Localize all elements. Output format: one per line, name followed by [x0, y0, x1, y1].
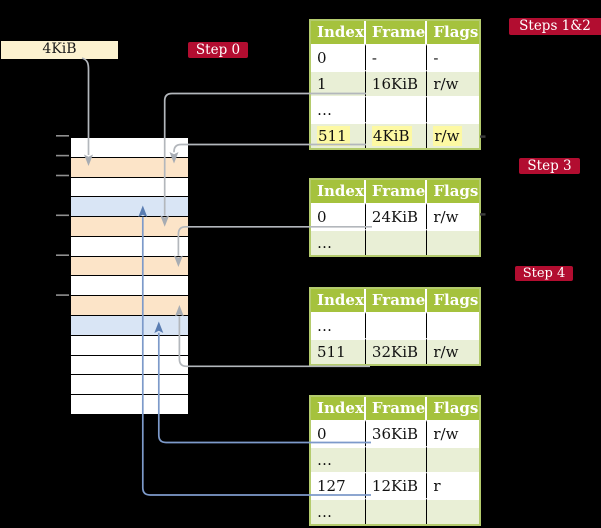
table-header-cell: Frame [365, 289, 428, 312]
table-header-cell: Frame [365, 21, 428, 44]
table-cell: … [311, 498, 366, 524]
table-cell [365, 312, 428, 338]
base-frame-box: 4KiB [1, 41, 118, 59]
table-header-cell: Flags [427, 21, 480, 44]
memory-row-white [71, 354, 188, 375]
memory-row-orange [71, 295, 188, 316]
table-cell: … [311, 229, 366, 255]
table-cell: 0 [311, 44, 366, 70]
table-cell [427, 312, 480, 338]
table-cell: … [311, 96, 366, 122]
highlighted-value: r/w [433, 126, 463, 146]
table-cell: 32KiB [365, 338, 428, 364]
table-cell: 511 [311, 338, 366, 364]
table-row: … [311, 446, 480, 472]
memory-row-orange [71, 216, 188, 236]
table-row: … [311, 498, 480, 524]
table-row: … [311, 229, 480, 255]
table-cell: r/w [427, 203, 480, 229]
table-cell [427, 229, 480, 255]
memory-row-white [71, 138, 188, 157]
table-cell: … [311, 446, 366, 472]
table-header-cell: Index [311, 397, 366, 420]
memory-row-white [71, 176, 188, 197]
highlighted-value: 4KiB [371, 126, 413, 146]
step3-badge: Step 3 [519, 158, 580, 174]
table-cell: 12KiB [365, 472, 428, 498]
memory-row-white [71, 394, 188, 414]
table-cell [365, 229, 428, 255]
table-cell: 16KiB [365, 70, 428, 96]
table-cell: 0 [311, 420, 366, 446]
table-cell [427, 446, 480, 472]
memory-row-blue [71, 315, 188, 335]
table-cell [427, 96, 480, 122]
table-cell [365, 446, 428, 472]
table-row: 511 4KiB r/w [311, 122, 480, 148]
step0-badge: Step 0 [188, 42, 248, 58]
table-header-cell: Index [311, 289, 366, 312]
table-cell: - [365, 44, 428, 70]
table-cell [365, 96, 428, 122]
steps-1-2-badge: Steps 1&2 [509, 18, 601, 35]
table-row: … [311, 312, 480, 338]
table-cell: … [311, 312, 366, 338]
table-row: … [311, 96, 480, 122]
memory-row-white [71, 275, 188, 296]
memory-column [70, 137, 189, 415]
table-cell: r/w [427, 70, 480, 96]
memory-row-white [71, 235, 188, 256]
table-cell: 1 [311, 70, 366, 96]
memory-row-orange [71, 255, 188, 276]
table-cell: - [427, 44, 480, 70]
highlighted-value: 511 [317, 126, 350, 146]
table-header-cell: Frame [365, 397, 428, 420]
table-cell: 0 [311, 203, 366, 229]
table-header-cell: Flags [427, 180, 480, 203]
memory-row-orange [71, 156, 188, 177]
table-header-cell: Flags [427, 289, 480, 312]
table-cell: 36KiB [365, 420, 428, 446]
table-cell [427, 498, 480, 524]
table-header-cell: Flags [427, 397, 480, 420]
step4-badge: Step 4 [515, 266, 573, 281]
table-header-cell: Index [311, 180, 366, 203]
table-cell: 24KiB [365, 203, 428, 229]
table-cell: r/w [427, 420, 480, 446]
table-cell: r/w [427, 122, 480, 148]
table-cell: 511 [311, 122, 366, 148]
table-cell: r [427, 472, 480, 498]
table-cell: 4KiB [365, 122, 428, 148]
table-cell [365, 498, 428, 524]
memory-row-white [71, 334, 188, 355]
frame-boundary-ticks [56, 135, 69, 296]
table-row: 0-- [311, 44, 480, 70]
memory-row-blue [71, 196, 188, 217]
table-cell: 127 [311, 472, 366, 498]
memory-row-white [71, 374, 188, 395]
table-header-cell: Index [311, 21, 366, 44]
table-cell: r/w [427, 338, 480, 364]
table-header-cell: Frame [365, 180, 428, 203]
